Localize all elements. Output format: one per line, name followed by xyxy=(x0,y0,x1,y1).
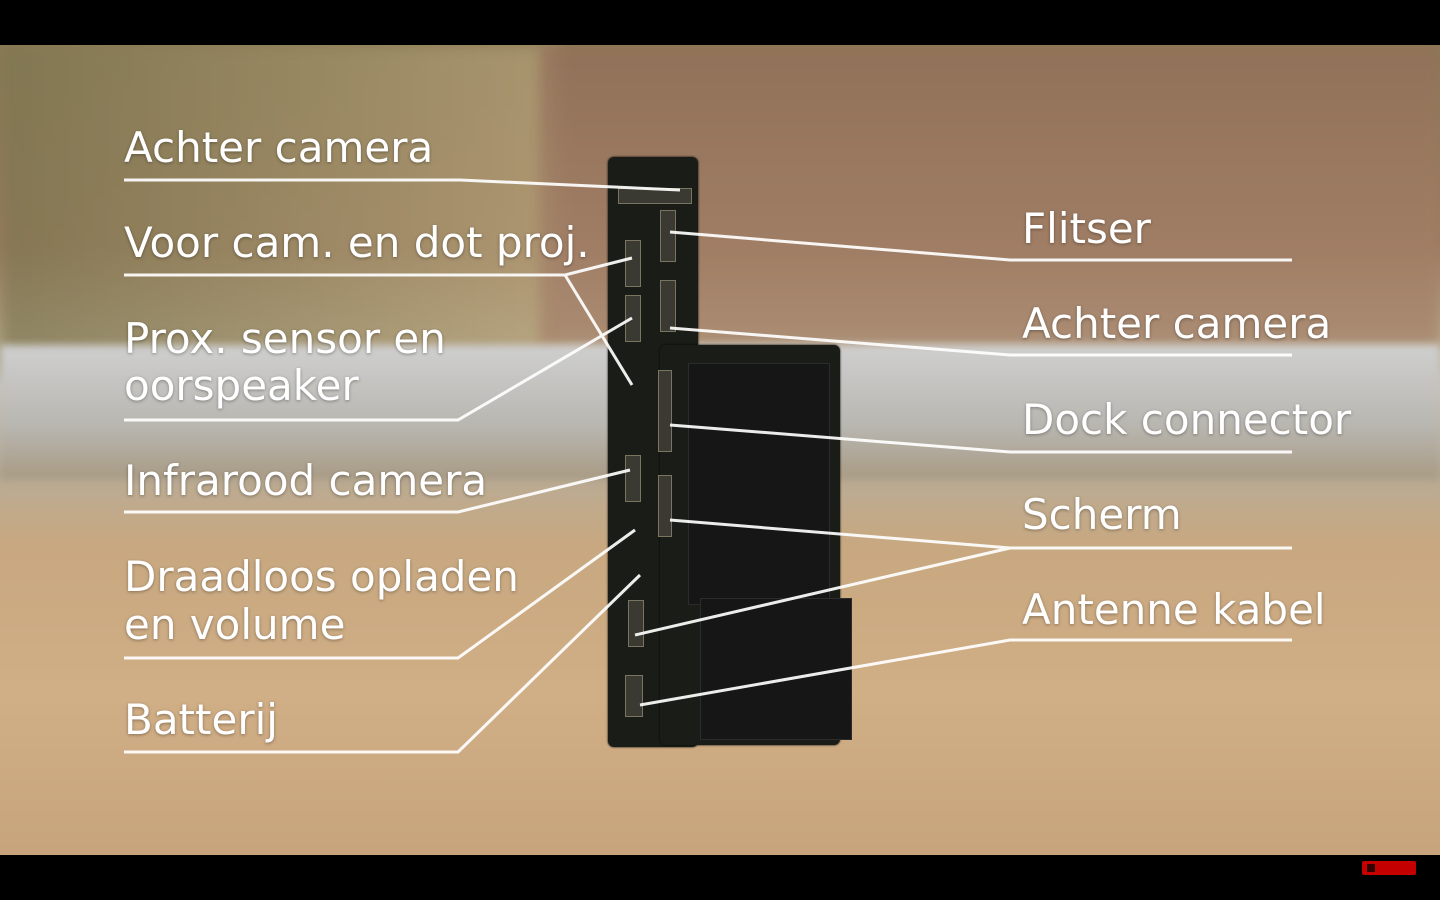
line-antenne xyxy=(639,638,1292,707)
connector xyxy=(658,475,672,537)
line-achter-camera-left xyxy=(124,178,681,192)
label-achter-camera-right: Achter camera xyxy=(1022,299,1332,348)
line-achter-camera-right xyxy=(669,326,1292,357)
label-draadloos-line2: en volume xyxy=(124,600,346,649)
video-frame xyxy=(0,45,1440,855)
label-prox-line2: oorspeaker xyxy=(124,361,359,410)
connector xyxy=(660,210,676,262)
line-draadloos xyxy=(124,528,636,660)
label-batterij: Batterij xyxy=(124,695,278,744)
label-achter-camera-left: Achter camera xyxy=(124,123,434,172)
connector xyxy=(625,240,641,287)
label-flitser: Flitser xyxy=(1022,204,1151,253)
label-scherm: Scherm xyxy=(1022,490,1182,539)
line-dock xyxy=(669,423,1292,454)
label-prox-line1: Prox. sensor en xyxy=(124,314,446,363)
label-infrarood: Infrarood camera xyxy=(124,456,488,505)
connector xyxy=(625,295,641,342)
connector xyxy=(625,675,643,717)
connector xyxy=(658,370,672,452)
line-batterij xyxy=(124,573,642,754)
label-voor-cam: Voor cam. en dot proj. xyxy=(124,218,590,267)
line-prox xyxy=(124,316,633,422)
line-scherm-2 xyxy=(634,546,1011,637)
label-dock-connector: Dock connector xyxy=(1022,395,1352,444)
background-blur xyxy=(0,45,560,375)
line-flitser xyxy=(669,230,1292,262)
line-infrarood xyxy=(124,468,631,514)
line-scherm xyxy=(669,518,1292,550)
label-draadloos-line1: Draadloos opladen xyxy=(124,552,519,601)
connector xyxy=(660,280,676,332)
line-voor-cam-2 xyxy=(563,274,634,386)
shield-lower xyxy=(700,598,852,740)
play-icon xyxy=(1367,864,1375,872)
label-antenne-kabel: Antenne kabel xyxy=(1022,585,1326,634)
channel-logo xyxy=(1362,861,1416,875)
connector xyxy=(625,455,641,502)
